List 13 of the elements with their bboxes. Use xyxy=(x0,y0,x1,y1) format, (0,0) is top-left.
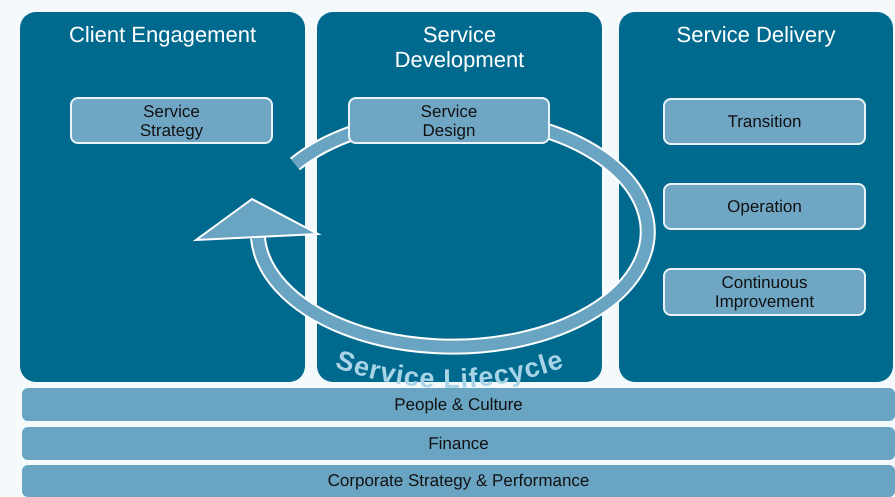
process-box: Continuous Improvement xyxy=(663,268,866,316)
process-box: Transition xyxy=(663,98,866,145)
column-panel xyxy=(619,12,893,382)
process-box: Service Design xyxy=(348,97,550,144)
foundation-band: People & Culture xyxy=(22,388,895,421)
column-heading: Service Delivery xyxy=(676,22,836,47)
foundation-band: Finance xyxy=(22,427,895,460)
column-heading: Client Engagement xyxy=(68,22,258,47)
process-box: Operation xyxy=(663,183,866,230)
column-heading: Service Development xyxy=(394,22,526,72)
process-box: Service Strategy xyxy=(70,97,273,144)
foundation-band: Corporate Strategy & Performance xyxy=(22,465,895,497)
column-panel xyxy=(20,12,305,382)
